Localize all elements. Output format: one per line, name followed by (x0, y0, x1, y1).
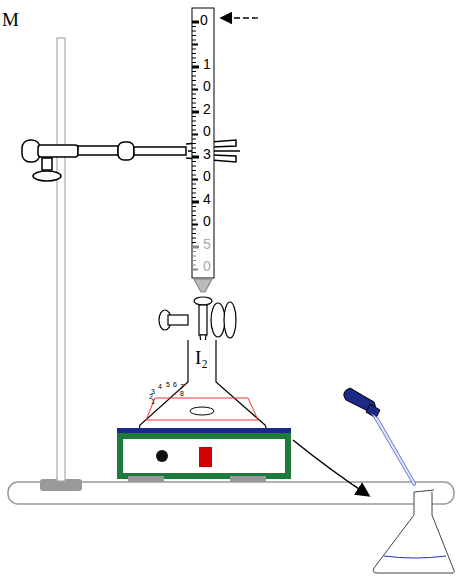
level-arrow (222, 17, 258, 18)
burette-ticks (192, 22, 199, 270)
flask-graduation: 4 (158, 383, 162, 390)
tick-mark (192, 175, 196, 176)
tick-mark (192, 242, 196, 243)
tick-mark (192, 215, 196, 216)
tick-mark (192, 152, 196, 153)
tick-mark (192, 143, 196, 144)
tick-mark (192, 31, 196, 32)
tick-mark (192, 170, 196, 171)
tick-mark (192, 94, 196, 95)
tick-mark (192, 184, 196, 185)
tick-mark (192, 121, 196, 122)
flask-graduation: 7 (180, 383, 184, 390)
tick-mark (192, 89, 198, 91)
tick-mark (192, 229, 196, 230)
tick-mark (192, 211, 196, 212)
tick-mark (192, 238, 196, 239)
tick-mark (192, 197, 196, 198)
erlenmeyer-flask (373, 492, 454, 573)
scale-number: 10 (200, 53, 214, 97)
stand-rod (57, 38, 65, 481)
flask-graduation: 5 (166, 381, 170, 388)
plate-foot (230, 476, 266, 482)
solution-label: I₂ (195, 348, 208, 367)
solution-level (384, 556, 446, 558)
tick-mark (192, 156, 199, 159)
tick-mark (192, 53, 196, 54)
tick-mark (192, 188, 196, 189)
stir-plate (120, 436, 288, 476)
tick-mark (192, 161, 196, 162)
stir-bar (190, 407, 214, 415)
tick-mark (192, 58, 196, 59)
tick-mark (192, 26, 196, 27)
tick-mark (192, 224, 198, 226)
tick-mark (192, 40, 196, 41)
burette-tube (192, 8, 214, 278)
tick-mark (192, 66, 199, 69)
tick-mark (192, 179, 198, 181)
scale-number: 30 (200, 143, 214, 187)
stir-knob (156, 450, 168, 462)
plate-foot (128, 476, 164, 482)
dropper (344, 388, 416, 486)
tick-mark (192, 35, 196, 36)
tick-mark (192, 111, 199, 114)
tick-mark (192, 134, 198, 136)
tick-mark (192, 220, 196, 221)
tick-mark (192, 80, 196, 81)
power-light (199, 447, 212, 467)
scale-number: 0 (200, 13, 208, 27)
scale-number: 50 (200, 233, 214, 277)
flask-graduation: 8 (180, 390, 184, 397)
tick-mark (192, 71, 196, 72)
tick-mark (192, 260, 196, 261)
tick-mark (192, 193, 196, 194)
tick-mark (192, 251, 196, 252)
solution-outline (146, 398, 258, 420)
tick-mark (192, 256, 196, 257)
tick-mark (192, 201, 199, 204)
tick-mark (192, 85, 196, 86)
tick-mark (192, 76, 196, 77)
transfer-arrow (293, 440, 368, 495)
scale-number: 20 (200, 98, 214, 142)
tick-mark (192, 246, 199, 249)
tick-mark (192, 206, 196, 207)
tick-mark (192, 62, 196, 63)
tick-mark (192, 21, 199, 24)
tick-mark (192, 98, 196, 99)
tick-mark (192, 269, 198, 271)
tick-mark (192, 130, 196, 131)
tick-mark (192, 125, 196, 126)
tick-mark (192, 148, 196, 149)
unit-label: M (2, 10, 19, 29)
tick-mark (192, 233, 196, 234)
tick-mark (192, 116, 196, 117)
tick-mark (192, 49, 196, 50)
erlenmeyer-flask (140, 340, 267, 430)
tick-mark (192, 44, 198, 46)
tick-mark (192, 139, 196, 140)
scale-number: 40 (200, 188, 214, 232)
tick-mark (192, 103, 196, 104)
tick-mark (192, 107, 196, 108)
tick-mark (192, 265, 196, 266)
flask-graduation: 1 (151, 398, 155, 405)
tick-mark (192, 166, 196, 167)
flask-graduation: 6 (173, 381, 177, 388)
